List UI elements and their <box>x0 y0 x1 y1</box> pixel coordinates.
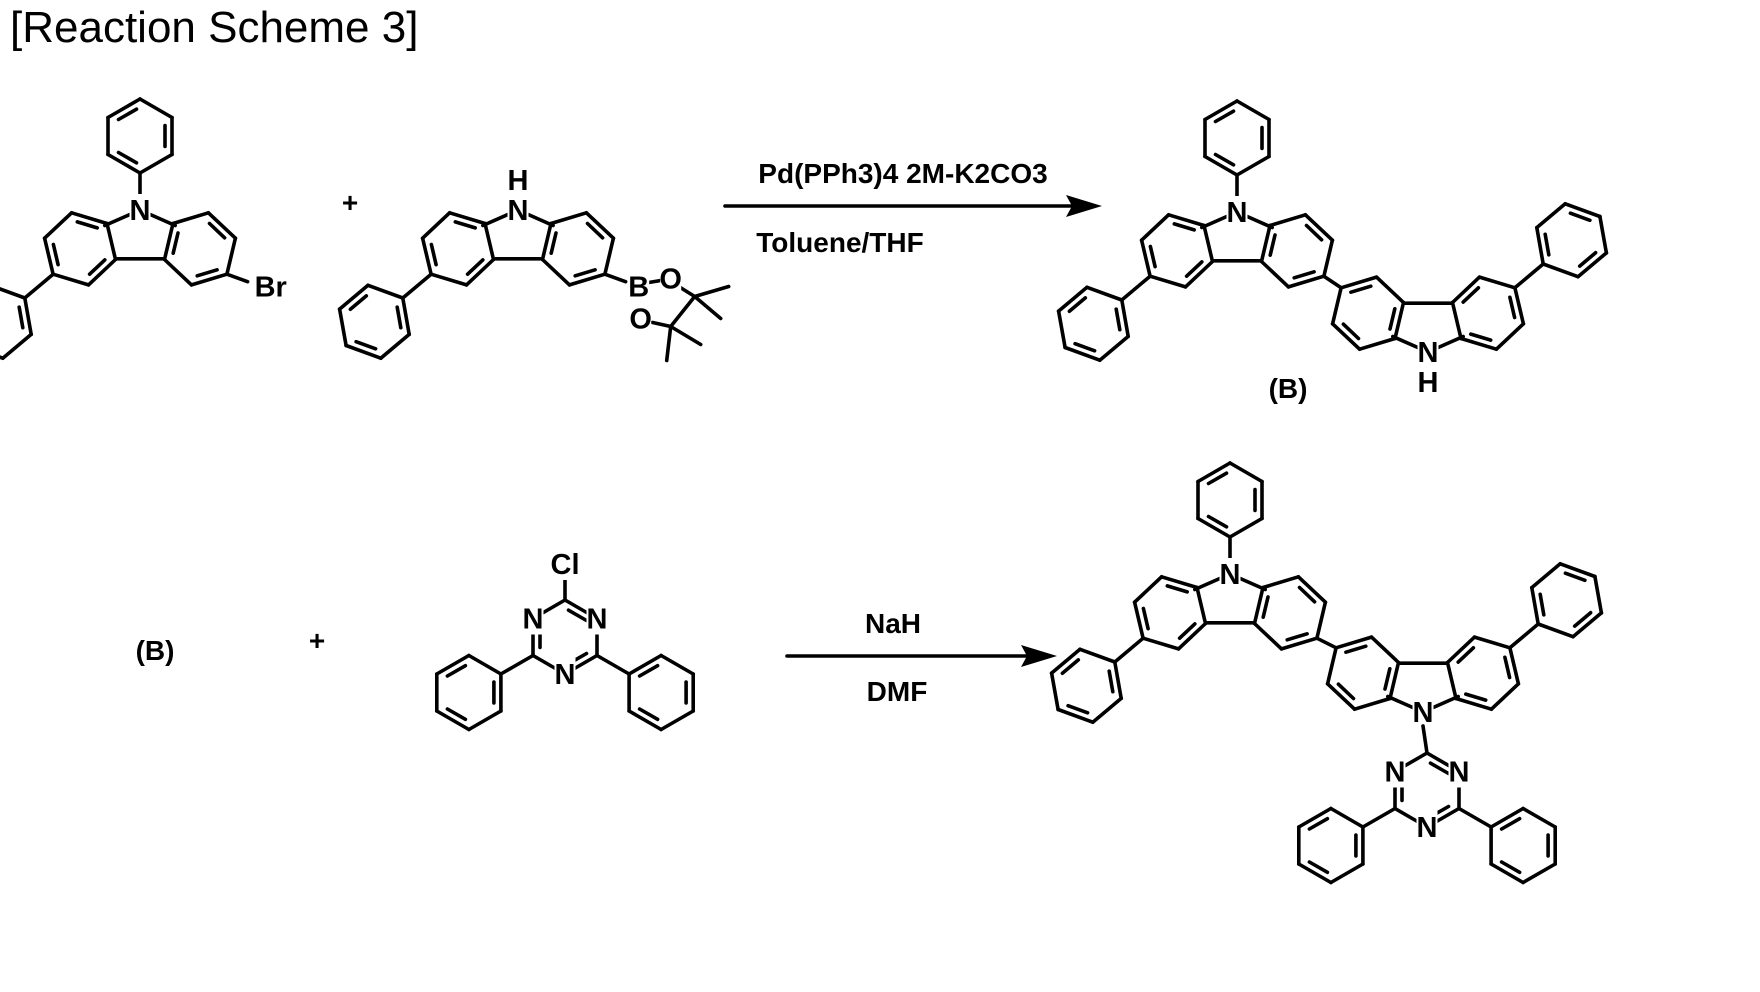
final-product-carbazole-a-left-ring <box>1135 577 1206 649</box>
nitrogen-atom-1: N <box>130 194 151 227</box>
svg-text:N: N <box>555 659 576 691</box>
reagents-2-bottom: DMF <box>867 676 928 707</box>
product-b-nitrogen-a: N <box>1227 196 1248 229</box>
carbazole-1-left-ring <box>45 213 116 285</box>
nitrogen-atom-2: N <box>508 194 529 227</box>
plus-sign-2: + <box>309 625 325 656</box>
svg-text:O: O <box>659 264 682 296</box>
nh-hydrogen-top: H <box>508 164 529 197</box>
reactant-chlorotriazine: NNNCl <box>437 548 693 730</box>
product-b-label: (B) <box>1269 373 1308 404</box>
oxygen-atom-1: O <box>659 263 682 296</box>
final-product-carbazole-b-right-ring <box>1328 637 1399 709</box>
final-triazine-n-3: N <box>1385 756 1406 789</box>
svg-text:N: N <box>508 195 529 227</box>
final-triazine-n-2: N <box>1417 811 1438 844</box>
reaction-arrow-1 <box>725 195 1102 217</box>
reagents-1-top: Pd(PPh3)4 2M-K2CO3 <box>758 158 1047 189</box>
molecule-layer: BrNHBOONNNHNNNClNNNNN <box>0 99 1606 883</box>
svg-text:H: H <box>508 165 529 197</box>
reaction-arrow-2 <box>787 645 1057 667</box>
svg-text:Cl: Cl <box>551 549 580 581</box>
final-triazine-phenyl-right <box>1491 809 1555 883</box>
final-product-nitrogen-b: N <box>1413 696 1434 729</box>
carbazole-1-right-ring <box>165 213 236 285</box>
boron-atom: B <box>628 271 649 304</box>
triazine-1-n-3: N <box>523 603 544 636</box>
final-product-c-phenyl-b <box>1532 564 1602 637</box>
svg-text:N: N <box>1418 337 1439 369</box>
scheme-title: [Reaction Scheme 3] <box>10 3 418 52</box>
final-product: NNNNN <box>1052 463 1602 883</box>
bromine-atom: Br <box>252 271 290 304</box>
reactant-b-label: (B) <box>136 635 175 666</box>
product-b-n-phenyl <box>1205 101 1269 175</box>
carbazole-2-right-ring <box>543 213 614 285</box>
reagents-1-bottom: Toluene/THF <box>756 227 923 258</box>
svg-text:N: N <box>587 604 608 636</box>
reactant-boronate-carbazole: H BOO N <box>340 164 729 361</box>
product-b-carbazole-b-right-ring <box>1333 277 1404 349</box>
triazine-1: NNN <box>437 600 693 730</box>
svg-text:N: N <box>1220 559 1241 591</box>
triazine-1-phenyl-left <box>437 656 501 730</box>
product-b-carbazole-b-left-ring <box>1453 277 1524 349</box>
svg-text:N: N <box>1227 197 1248 229</box>
svg-text:N: N <box>1385 757 1406 789</box>
product-b-carbazole-a-left-ring <box>1142 215 1213 287</box>
svg-text:O: O <box>629 304 652 336</box>
final-product-c-phenyl-a <box>1052 649 1122 722</box>
svg-text:N: N <box>523 604 544 636</box>
svg-text:H: H <box>1418 367 1439 399</box>
product-b-c-phenyl-a <box>1059 287 1129 360</box>
product-b: NNH <box>1059 101 1607 399</box>
final-product-n-phenyl <box>1198 463 1262 537</box>
plus-sign-1: + <box>342 187 358 218</box>
carbazole-2-left-ring <box>423 213 494 285</box>
svg-text:N: N <box>130 195 151 227</box>
svg-text:Br: Br <box>255 272 287 304</box>
c-phenyl-2 <box>340 285 410 358</box>
triazine-1-phenyl-right <box>629 656 693 730</box>
product-b-c-phenyl-b <box>1537 204 1607 277</box>
n-phenyl-1 <box>108 99 172 173</box>
svg-text:N: N <box>1449 757 1470 789</box>
final-product-carbazole-a-right-ring <box>1255 577 1326 649</box>
final-product-nitrogen-a: N <box>1220 558 1241 591</box>
chlorine-atom: Cl <box>546 548 584 581</box>
reactant-bromo-carbazole: Br N <box>0 99 290 358</box>
product-b-carbazole-a-right-ring <box>1262 215 1333 287</box>
product-b-nitrogen-b: N <box>1418 336 1439 369</box>
oxygen-atom-2: O <box>629 303 652 336</box>
svg-text:N: N <box>1417 812 1438 844</box>
reagents-2-top: NaH <box>865 608 921 639</box>
final-triazine-n-1: N <box>1449 756 1470 789</box>
svg-text:B: B <box>628 272 649 304</box>
final-triazine: NNN <box>1299 753 1555 883</box>
triazine-1-n-1: N <box>587 603 608 636</box>
triazine-1-n-2: N <box>555 658 576 691</box>
product-b-nh-hydrogen: H <box>1418 366 1439 399</box>
final-product-carbazole-b-left-ring <box>1448 637 1519 709</box>
final-triazine-phenyl-left <box>1299 809 1363 883</box>
